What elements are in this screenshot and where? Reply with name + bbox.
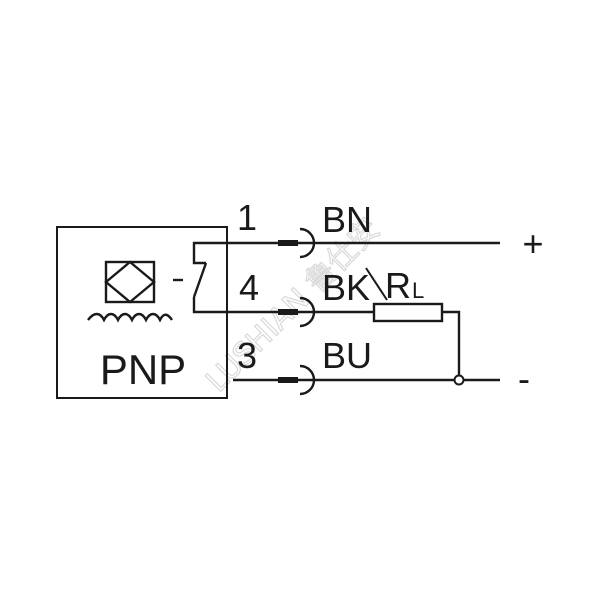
supply-positive: +: [522, 223, 543, 264]
coil-icon: [87, 312, 173, 323]
switch-contact: [192, 241, 233, 314]
load-label: R: [385, 265, 411, 306]
junction-node: [453, 374, 465, 386]
inductive-sensor-icon: [104, 260, 156, 304]
wire-color-bn: BN: [322, 199, 372, 240]
wire-bk: [233, 296, 374, 328]
load-resistor: [365, 267, 461, 380]
pin-number-1: 1: [237, 197, 257, 238]
pin-number-3: 3: [237, 335, 257, 376]
wire-color-bk: BK: [322, 267, 370, 308]
sensor-type-label: PNP: [100, 346, 186, 393]
pin-number-4: 4: [239, 267, 259, 308]
wire-color-bu: BU: [322, 335, 372, 376]
supply-negative: -: [518, 358, 530, 399]
wire-bn: [233, 227, 500, 259]
load-label-subscript: L: [412, 278, 424, 303]
